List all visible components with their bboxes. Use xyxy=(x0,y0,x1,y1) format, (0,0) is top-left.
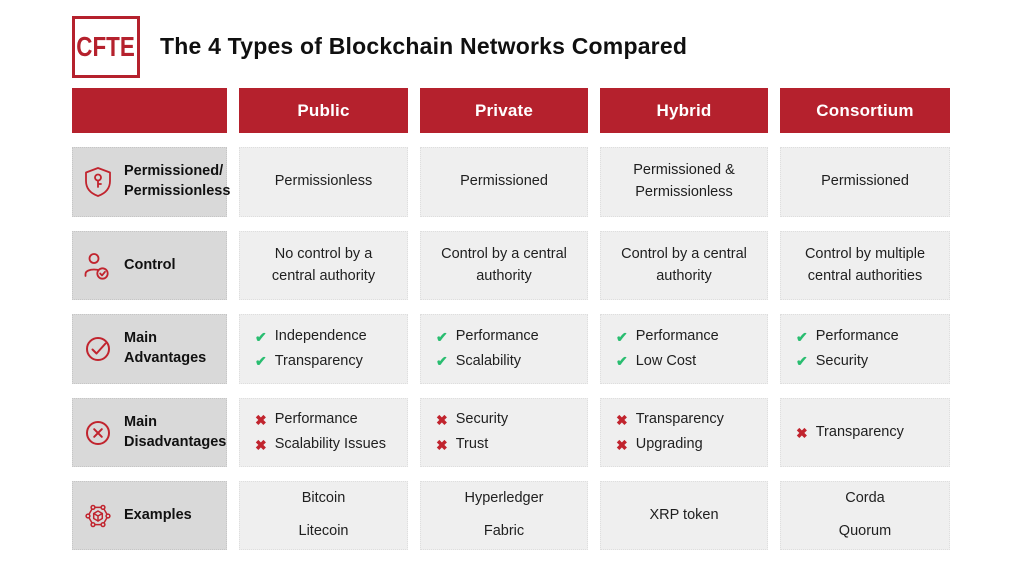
disadvantage-item: ✖Upgrading xyxy=(616,436,703,453)
header-cell-empty xyxy=(72,88,227,133)
cell-public-advantages: ✔Independence ✔Transparency xyxy=(239,314,408,384)
example-line: XRP token xyxy=(649,506,719,523)
cell-consortium-advantages: ✔Performance ✔Security xyxy=(780,314,950,384)
cell-private-advantages: ✔Performance ✔Scalability xyxy=(420,314,588,384)
disadvantage-item: ✖Transparency xyxy=(616,411,724,429)
row-label-text: Main Disadvantages xyxy=(124,413,227,450)
cell-hybrid-permissioned: Permissioned & Permissionless xyxy=(600,147,768,217)
cell-consortium-permissioned: Permissioned xyxy=(780,147,950,217)
row-label-disadvantages: Main Disadvantages xyxy=(72,398,227,467)
cell-private-permissioned: Permissioned xyxy=(420,147,588,217)
disadvantage-item: ✖Security xyxy=(436,411,509,429)
cell-private-examples: Hyperledger Fabric xyxy=(420,481,588,550)
circle-x-icon xyxy=(81,418,115,448)
cell-public-examples: Bitcoin Litecoin xyxy=(239,481,408,550)
check-icon: ✔ xyxy=(796,353,808,370)
cell-hybrid-control: Control by a central authority xyxy=(600,231,768,300)
example-line: Fabric xyxy=(483,523,525,539)
disadvantage-item: ✖Performance xyxy=(255,411,358,429)
example-line: Quorum xyxy=(838,523,892,539)
row-label-text: Control xyxy=(124,256,176,273)
page-title: The 4 Types of Blockchain Networks Compa… xyxy=(160,33,688,59)
cell-hybrid-disadvantages: ✖Transparency ✖Upgrading xyxy=(600,398,768,467)
check-icon: ✔ xyxy=(255,353,267,370)
cross-icon: ✖ xyxy=(616,436,628,453)
comparison-table: Public Private Hybrid Consortium Permiss… xyxy=(72,88,950,550)
network-cube-icon xyxy=(81,500,115,532)
row-label-control: Control xyxy=(72,231,227,300)
check-icon: ✔ xyxy=(436,328,448,345)
column-header-private: Private xyxy=(420,88,588,133)
advantage-item: ✔Low Cost xyxy=(616,352,697,370)
advantage-item: ✔Performance xyxy=(616,327,719,345)
cross-icon: ✖ xyxy=(255,412,267,429)
example-line: Litecoin xyxy=(298,523,349,539)
advantage-item: ✔Scalability xyxy=(436,352,522,370)
cell-public-disadvantages: ✖Performance ✖Scalability Issues xyxy=(239,398,408,467)
advantage-item: ✔Performance xyxy=(796,327,899,345)
cell-private-disadvantages: ✖Security ✖Trust xyxy=(420,398,588,467)
disadvantage-item: ✖Trust xyxy=(436,436,489,453)
check-icon: ✔ xyxy=(616,328,628,345)
circle-check-icon xyxy=(81,334,115,364)
row-label-text: Permissioned/ Permissionless xyxy=(124,163,231,199)
cfte-logo: CFTE xyxy=(72,16,140,78)
check-icon: ✔ xyxy=(255,328,267,345)
cell-private-control: Control by a central authority xyxy=(420,231,588,300)
cross-icon: ✖ xyxy=(616,412,628,429)
row-label-advantages: Main Advantages xyxy=(72,314,227,384)
cell-hybrid-examples: XRP token xyxy=(600,481,768,550)
cell-public-control: No control by a central authority xyxy=(239,231,408,300)
row-label-permissioned: Permissioned/ Permissionless xyxy=(72,147,231,217)
person-check-icon xyxy=(81,251,115,281)
example-line: Bitcoin xyxy=(301,490,346,507)
advantage-item: ✔Independence xyxy=(255,327,367,345)
example-line: Corda xyxy=(845,490,885,507)
column-header-hybrid: Hybrid xyxy=(600,88,768,133)
cross-icon: ✖ xyxy=(796,424,808,441)
advantage-item: ✔Transparency xyxy=(255,352,363,370)
advantage-item: ✔Security xyxy=(796,352,869,370)
disadvantage-item: ✖Scalability Issues xyxy=(255,436,386,453)
advantage-item: ✔Performance xyxy=(436,327,539,345)
cell-hybrid-advantages: ✔Performance ✔Low Cost xyxy=(600,314,768,384)
disadvantage-item: ✖Transparency xyxy=(796,423,904,441)
cfte-logo-text: CFTE xyxy=(76,31,136,62)
column-header-public: Public xyxy=(239,88,408,133)
cross-icon: ✖ xyxy=(436,412,448,429)
cell-public-permissioned: Permissionless xyxy=(239,147,408,217)
cross-icon: ✖ xyxy=(436,436,448,453)
row-label-text: Examples xyxy=(124,506,192,523)
example-line: Hyperledger xyxy=(464,490,544,507)
check-icon: ✔ xyxy=(436,353,448,370)
check-icon: ✔ xyxy=(616,353,628,370)
cross-icon: ✖ xyxy=(255,436,267,453)
shield-key-icon xyxy=(81,166,115,198)
cell-consortium-examples: Corda Quorum xyxy=(780,481,950,550)
cell-consortium-control: Control by multiple central authorities xyxy=(780,231,950,300)
row-label-text: Main Advantages xyxy=(124,330,207,366)
row-label-examples: Examples xyxy=(72,481,227,550)
column-header-consortium: Consortium xyxy=(780,88,950,133)
check-icon: ✔ xyxy=(796,328,808,345)
cell-consortium-disadvantages: ✖Transparency xyxy=(780,398,950,467)
